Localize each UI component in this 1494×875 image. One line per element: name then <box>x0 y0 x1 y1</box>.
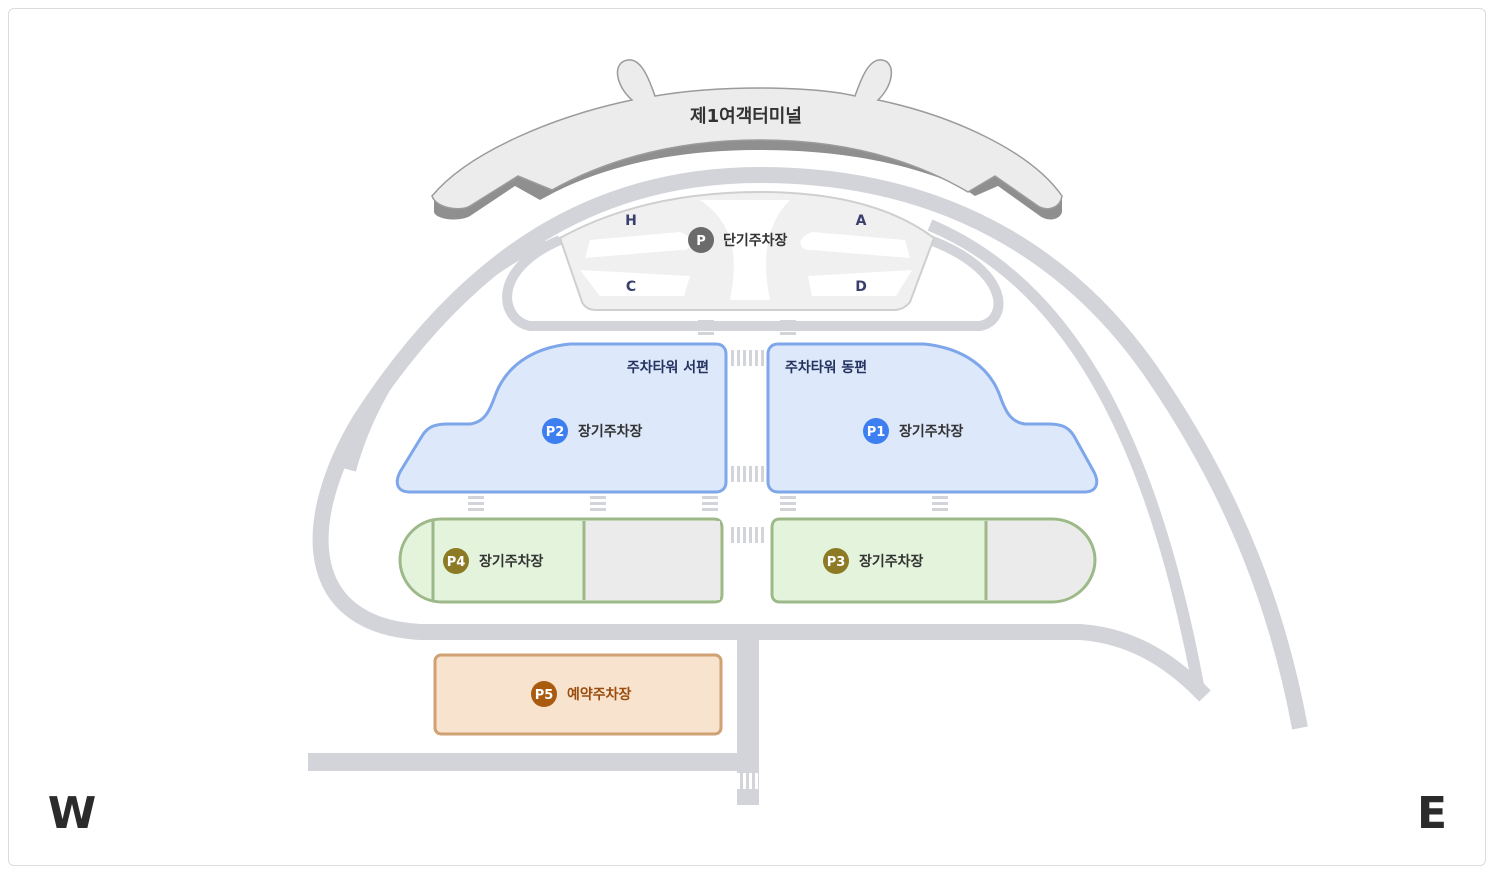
crosswalks <box>468 320 948 789</box>
p4-parking-name: 장기주차장 <box>479 553 544 570</box>
inner-east-road <box>927 219 1206 698</box>
short-term-parking-badge <box>688 227 714 253</box>
bottom-east-road <box>740 624 1211 702</box>
crosswalk-vertical <box>468 320 948 769</box>
p4-inactive-section <box>584 521 720 600</box>
p1-badge-label: P1 <box>867 425 886 440</box>
compass-east: E <box>1417 788 1447 839</box>
p5-badge <box>531 681 557 707</box>
short-term-parking-name: 단기주차장 <box>723 232 788 249</box>
p3-parking-name: 장기주차장 <box>859 553 924 570</box>
p4-badge <box>443 548 469 574</box>
p1-parking-name: 장기주차장 <box>899 423 964 440</box>
gate-h-label: H <box>625 213 637 229</box>
short-term-badge-label: P <box>696 234 706 249</box>
p5-parking-name: 예약주차장 <box>567 686 632 703</box>
p3-badge <box>823 548 849 574</box>
p3-badge-label: P3 <box>827 555 846 570</box>
terminal-roof <box>431 59 1063 210</box>
parking-lot-p5[interactable]: P5 예약주차장 <box>433 653 723 736</box>
parking-lot-p4[interactable]: P4 장기주차장 <box>398 517 724 604</box>
gate-lanes <box>580 200 912 300</box>
parking-tower-west[interactable]: 주차타워 서편 P2 장기주차장 <box>395 342 728 494</box>
p3-inactive-section <box>986 521 1093 600</box>
parking-tower-east[interactable]: 주차타워 동편 P1 장기주차장 <box>766 342 1099 494</box>
p2-parking-name: 장기주차장 <box>578 423 643 440</box>
tower-east-title: 주차타워 동편 <box>785 359 867 376</box>
p2-badge <box>542 418 568 444</box>
p5-badge-label: P5 <box>535 688 554 703</box>
gate-c-label: C <box>626 279 636 295</box>
p5-lot-area <box>433 653 723 736</box>
road-network <box>308 166 1308 805</box>
curbside-loop-road <box>502 235 1004 331</box>
gate-d-label: D <box>855 279 867 295</box>
short-term-parking[interactable]: H A C D P 단기주차장 <box>558 190 936 311</box>
p2-badge-label: P2 <box>546 425 565 440</box>
terminal-name: 제1여객터미널 <box>690 106 802 127</box>
p1-badge <box>863 418 889 444</box>
parking-tower-east-area <box>766 342 1099 494</box>
compass-west: W <box>48 788 97 839</box>
inner-west-road <box>344 234 548 472</box>
terminal-building[interactable]: 제1여객터미널 <box>431 59 1063 220</box>
gate-a-label: A <box>856 213 867 229</box>
p4-badge-label: P4 <box>447 555 466 570</box>
parking-lot-p3[interactable]: P3 장기주차장 <box>770 517 1097 604</box>
crosswalk-horizontal <box>731 350 764 789</box>
parking-tower-west-area <box>395 342 728 494</box>
tower-west-title: 주차타워 서편 <box>627 359 709 376</box>
outer-loop-road <box>312 166 1308 730</box>
